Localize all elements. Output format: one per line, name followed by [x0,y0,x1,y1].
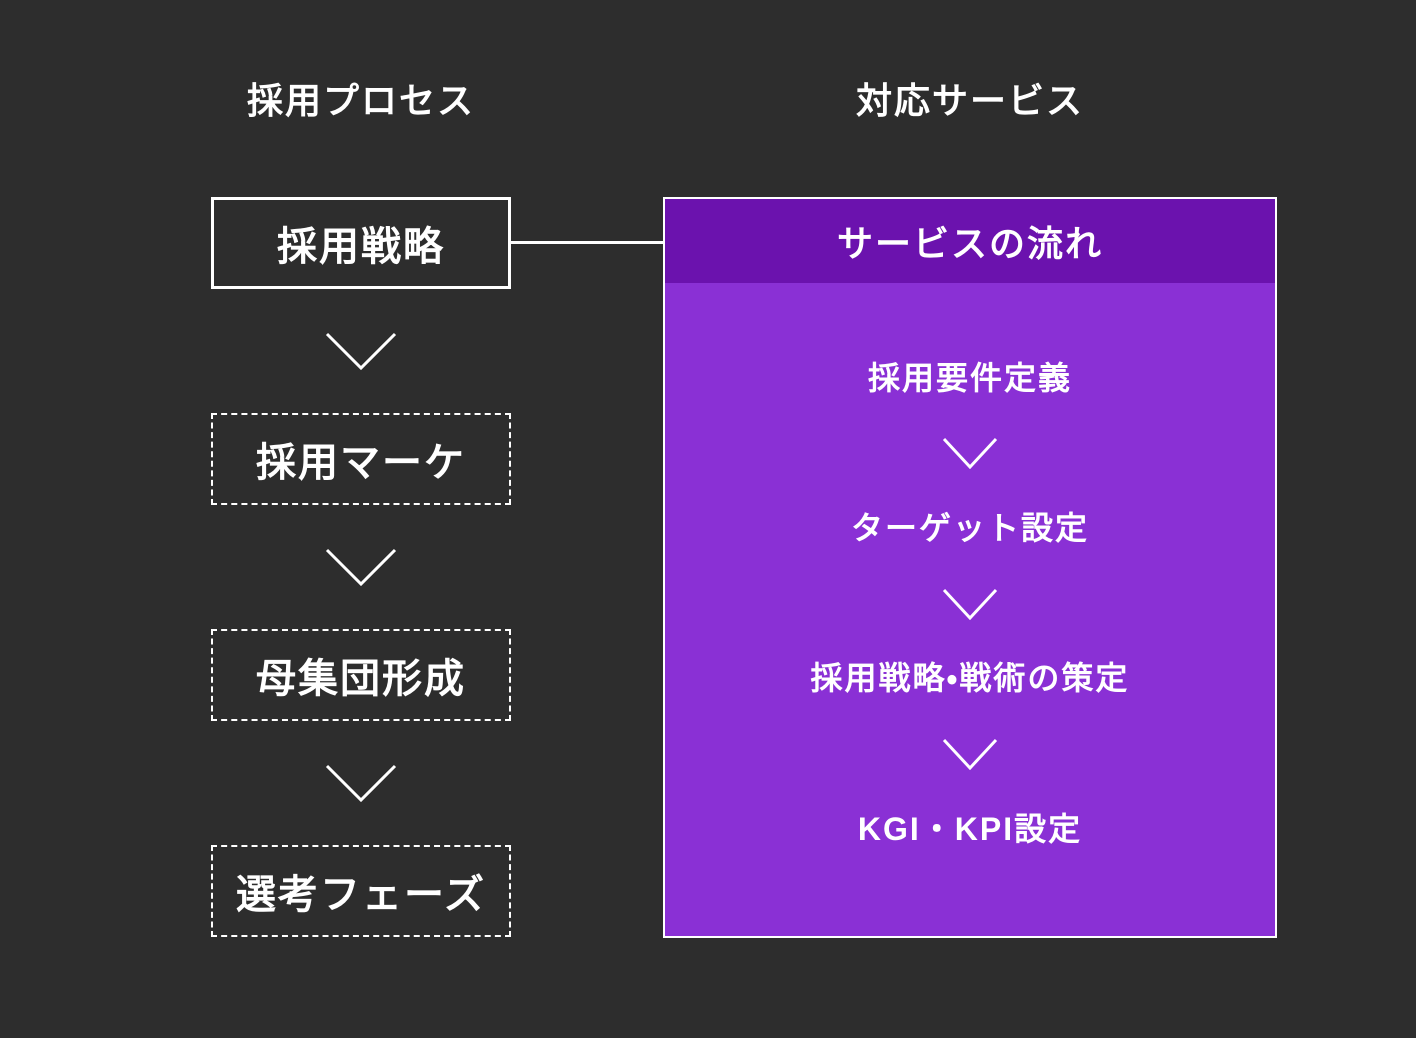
process-step-box-marketing: 採用マーケ [211,413,511,505]
process-step-label: 母集団形成 [256,657,466,701]
service-panel-header: サービスの流れ [665,199,1275,283]
process-step-box-selection-phase: 選考フェーズ [211,845,511,937]
process-step-label: 採用戦略 [277,225,445,269]
service-panel-title: サービスの流れ [836,223,1103,264]
connector-line [511,241,663,244]
chevron-down-icon [325,764,397,802]
chevron-down-icon [325,332,397,370]
service-step-requirements: 採用要件定義 [867,360,1072,396]
process-step-box-strategy: 採用戦略 [211,197,511,289]
arrow-gap [211,505,511,629]
process-step-label: 選考フェーズ [236,873,486,917]
arrow-gap [211,289,511,413]
chevron-down-icon [942,588,998,620]
chevron-down-icon [325,548,397,586]
service-step-strategy-planning: 採用戦略・戦術の策定 [810,660,1130,697]
process-step-box-pool-building: 母集団形成 [211,629,511,721]
process-flow-column: 採用戦略 採用マーケ 母集団形成 選考フェーズ [211,197,511,937]
arrow-gap [211,721,511,845]
service-step-kgi-kpi: KGI・KPI設定 [857,810,1083,847]
service-panel-body: 採用要件定義 ターゲット設定 採用戦略・戦術の策定 KGI・KPI設定 [665,283,1275,936]
chevron-down-icon [942,738,998,770]
service-step-target-setting: ターゲット設定 [850,510,1089,547]
chevron-down-icon [942,438,998,470]
service-panel: サービスの流れ 採用要件定義 ターゲット設定 採用戦略・戦術の策定 KGI・KP… [663,197,1277,938]
process-step-label: 採用マーケ [256,441,466,485]
process-column-header: 採用プロセス [246,80,475,121]
service-column-header: 対応サービス [855,80,1084,121]
